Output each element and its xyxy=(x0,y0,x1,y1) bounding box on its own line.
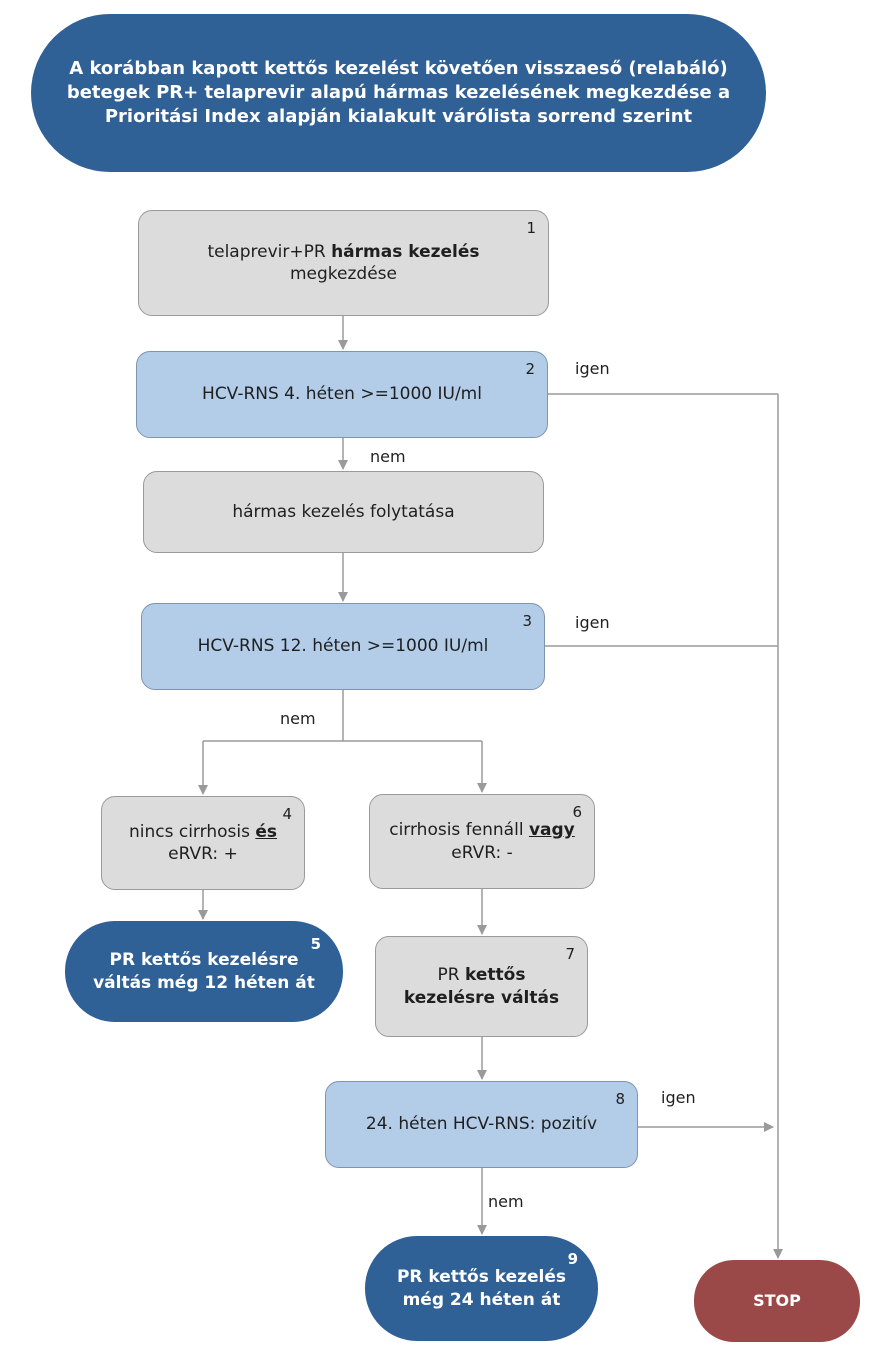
step-7-line-1: PR kettős xyxy=(438,964,526,986)
edge-label-nem-8: nem xyxy=(488,1192,524,1211)
step-6-line-2: eRVR: - xyxy=(451,842,513,863)
step-number: 4 xyxy=(282,805,292,823)
continue-text: hármas kezelés folytatása xyxy=(232,501,455,522)
step-3-week12-check: 3 HCV-RNS 12. héten >=1000 IU/ml xyxy=(141,603,545,690)
step-7-switch-dual: 7 PR kettős kezelésre váltás xyxy=(375,936,588,1037)
step-6-line-1: cirrhosis fennáll vagy xyxy=(389,819,575,841)
edge-label-nem-2: nem xyxy=(370,447,406,466)
step-4-text: nincs cirrhosis xyxy=(128,821,256,842)
step-2-week4-check: 2 HCV-RNS 4. héten >=1000 IU/ml xyxy=(136,351,548,438)
stop-terminal: STOP xyxy=(694,1260,860,1342)
step-number: 2 xyxy=(525,360,535,378)
step-6-cirrhosis-present: 6 cirrhosis fennáll vagy eRVR: - xyxy=(369,794,595,889)
step-4-line-1: nincs cirrhosis és xyxy=(129,821,277,843)
step-3-text: HCV-RNS 12. héten >=1000 IU/ml xyxy=(197,636,489,657)
step-7-line-2: kezelésre váltás xyxy=(403,987,560,1008)
step-5-line-1: PR kettős kezelésre xyxy=(109,950,299,971)
title-line-3: Prioritási Index alapján kialakult váról… xyxy=(104,106,693,128)
step-1-text-bold: hármas kezelés xyxy=(331,241,480,262)
stop-text: STOP xyxy=(753,1290,801,1310)
step-4-line-2: eRVR: + xyxy=(168,844,238,864)
step-1-text: telaprevir+PR xyxy=(207,241,332,262)
step-1-start-triple-therapy: 1 telaprevir+PR hármas kezelés megkezdés… xyxy=(138,210,549,316)
step-6-text-emphasis: vagy xyxy=(528,820,575,841)
step-7-text-bold-1: kettős xyxy=(465,965,526,986)
step-9-dual-24-weeks: 9 PR kettős kezelés még 24 héten át xyxy=(365,1236,598,1341)
step-number: 7 xyxy=(565,945,575,963)
step-7-text: PR xyxy=(437,965,466,986)
step-number: 6 xyxy=(572,803,582,821)
step-number: 3 xyxy=(522,612,532,630)
step-1-line-2: megkezdése xyxy=(290,264,397,284)
step-number: 9 xyxy=(567,1250,578,1268)
step-number: 1 xyxy=(526,219,536,237)
edge-label-igen-8: igen xyxy=(661,1088,696,1107)
title-line-2: betegek PR+ telaprevir alapú hármas keze… xyxy=(66,81,731,103)
step-4-text-emphasis: és xyxy=(255,821,277,842)
step-2-text: HCV-RNS 4. héten >=1000 IU/ml xyxy=(202,384,482,405)
step-number: 8 xyxy=(615,1090,625,1108)
step-6-text: cirrhosis fennáll xyxy=(389,820,529,841)
continue-triple-therapy: hármas kezelés folytatása xyxy=(143,471,544,553)
step-number: 5 xyxy=(310,935,321,953)
step-4-no-cirrhosis: 4 nincs cirrhosis és eRVR: + xyxy=(101,796,305,890)
step-5-switch-12-weeks: 5 PR kettős kezelésre váltás még 12 héte… xyxy=(65,921,343,1022)
edge-label-igen-3: igen xyxy=(575,613,610,632)
step-9-line-1: PR kettős kezelés xyxy=(396,1267,567,1288)
step-1-line-1: telaprevir+PR hármas kezelés xyxy=(207,241,479,263)
edge-label-nem-3: nem xyxy=(280,709,316,728)
step-8-week24-check: 8 24. héten HCV-RNS: pozitív xyxy=(325,1081,638,1168)
step-8-text: 24. héten HCV-RNS: pozitív xyxy=(365,1114,598,1135)
title-line-1: A korábban kapott kettős kezelést követő… xyxy=(69,57,728,79)
step-9-line-2: még 24 héten át xyxy=(402,1289,561,1310)
step-5-line-2: váltás még 12 héten át xyxy=(93,972,315,993)
title-terminal: A korábban kapott kettős kezelést követő… xyxy=(31,14,766,172)
edge-label-igen-2: igen xyxy=(575,359,610,378)
